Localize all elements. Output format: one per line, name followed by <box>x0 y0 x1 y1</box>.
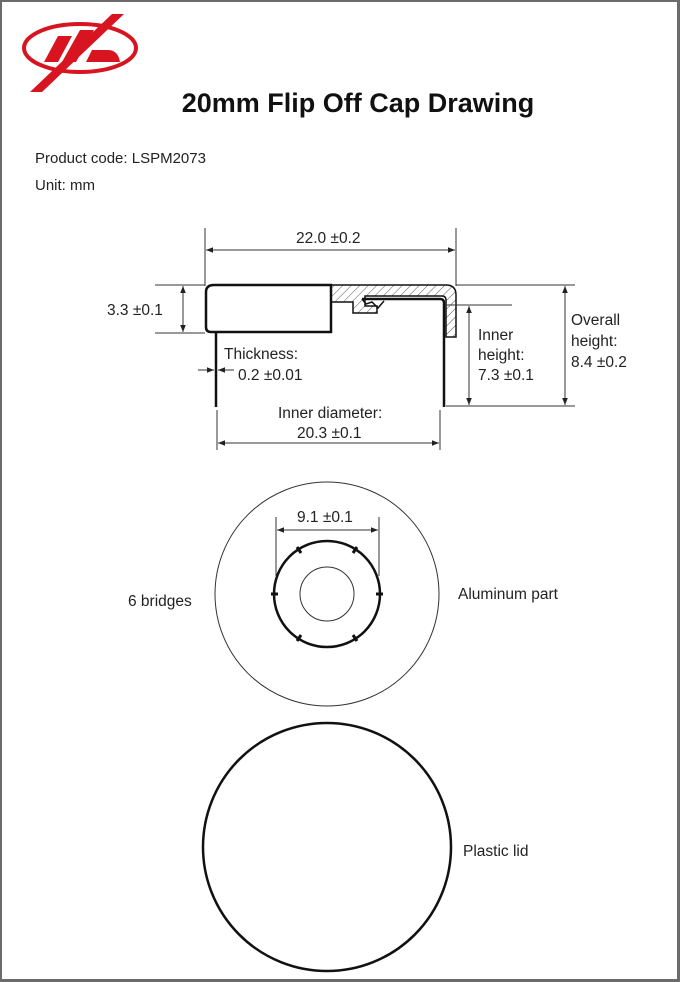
overall-height-label-2: height: <box>571 333 618 350</box>
inner-height-value: 7.3 ±0.1 <box>478 367 534 384</box>
inner-diameter-value: 20.3 ±0.1 <box>297 425 362 442</box>
bridges-label: 6 bridges <box>128 593 192 610</box>
product-code: Product code: LSPM2073 <box>35 150 206 167</box>
page-title: 20mm Flip Off Cap Drawing <box>181 88 535 118</box>
center-hole-dimension: 9.1 ±0.1 <box>297 509 353 526</box>
unit-label: Unit: mm <box>35 177 95 194</box>
thickness-value: 0.2 ±0.01 <box>238 367 303 384</box>
plastic-lid-label: Plastic lid <box>463 843 529 860</box>
width-dimension: 22.0 ±0.2 <box>296 230 361 247</box>
inner-diameter-label: Inner diameter: <box>278 405 383 422</box>
inner-height-label-2: height: <box>478 347 525 364</box>
lid-height-dimension: 3.3 ±0.1 <box>107 302 163 319</box>
inner-height-label-1: Inner <box>478 327 514 344</box>
overall-height-label-1: Overall <box>571 312 621 329</box>
thickness-label: Thickness: <box>224 346 299 363</box>
overall-height-value: 8.4 ±0.2 <box>571 354 627 371</box>
aluminum-part-label: Aluminum part <box>458 586 558 603</box>
